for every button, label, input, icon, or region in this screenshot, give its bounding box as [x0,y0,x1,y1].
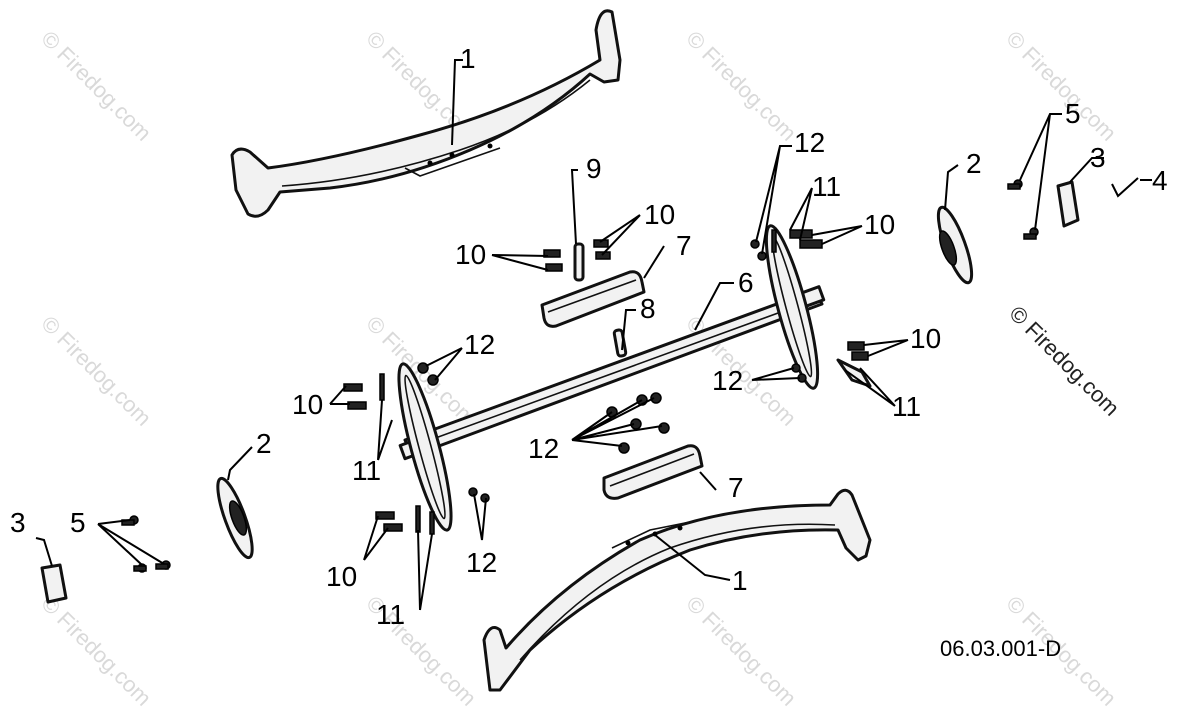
callout-labels: 1 1 2 2 3 3 4 5 5 6 7 7 8 9 10 10 10 10 … [10,43,1168,630]
part-3-bracket-right [1056,180,1080,228]
part-6-axle [398,285,826,461]
callout-6: 6 [738,267,754,298]
watermark-text: © Firedog.com [36,591,156,711]
callout-1-bottom: 1 [732,565,748,596]
part-2-hub-cap-left [216,476,254,560]
part-1-bumper-bottom [482,488,872,692]
callout-5-left: 5 [70,507,86,538]
callout-7-top: 7 [676,230,692,261]
part-2-hub-cap-right [936,205,974,285]
part-7-pad-bottom [602,444,704,500]
watermark-text: © Firedog.com [36,311,156,431]
callout-3-right: 3 [1090,142,1106,173]
drawing-code-label: 06.03.001-D [940,636,1062,661]
leader-lines [35,59,1152,611]
callout-3-left: 3 [10,507,26,538]
wheel-disc-right [764,224,820,390]
callout-10: 10 [644,199,675,230]
callout-11: 11 [892,391,921,422]
part-7-pad-top [540,270,646,328]
callout-7-bottom: 7 [728,472,744,503]
callout-12: 12 [466,547,497,578]
callout-10: 10 [455,239,486,270]
callout-8: 8 [640,293,656,324]
callout-11: 11 [812,171,841,202]
callout-2-right: 2 [966,148,982,179]
watermark-text: © Firedog.com [36,26,156,146]
callout-10: 10 [292,389,323,420]
callout-10: 10 [864,209,895,240]
watermark-text: © Firedog.com [1001,26,1121,146]
wheel-disc-left [397,362,453,532]
part-1-bumper-top [230,9,622,218]
callout-9: 9 [586,153,602,184]
watermark-text: © Firedog.com [1004,301,1124,421]
part-9-pin [573,242,585,282]
callout-12: 12 [528,433,559,464]
part-3-bracket-left [40,563,68,604]
callout-10: 10 [910,323,941,354]
part-4-clip [1111,177,1139,198]
callout-4: 4 [1152,165,1168,196]
callout-11: 11 [352,455,381,486]
callout-12: 12 [712,365,743,396]
callout-12: 12 [464,329,495,360]
watermark-text: © Firedog.com [681,26,801,146]
callout-2-left: 2 [256,428,272,459]
callout-11: 11 [376,599,405,630]
callout-10: 10 [326,561,357,592]
watermark-text: © Firedog.com [681,591,801,711]
callout-1-top: 1 [460,43,476,74]
callout-12: 12 [794,127,825,158]
callout-5-right: 5 [1065,98,1081,129]
